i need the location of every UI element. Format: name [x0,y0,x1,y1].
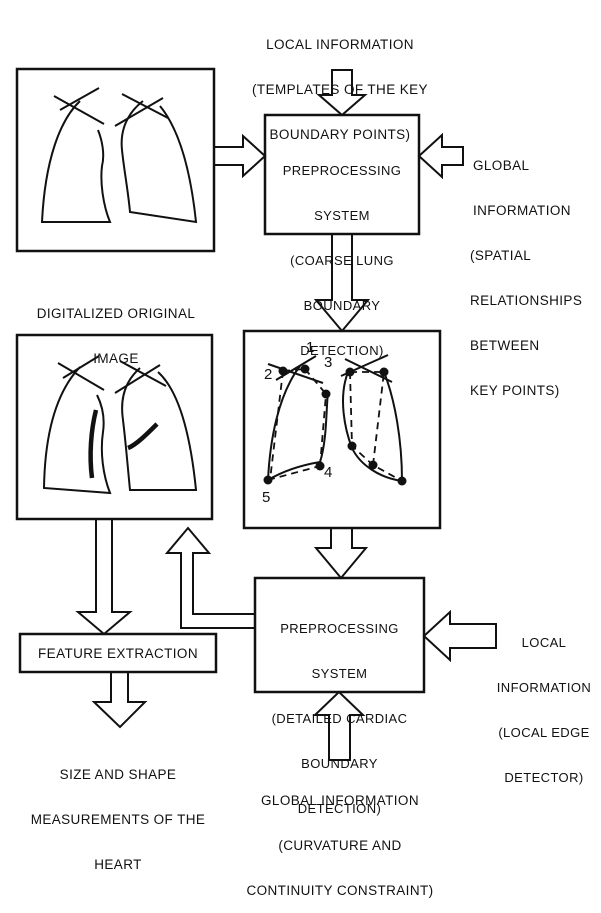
box1-line-1: PREPROCESSING [265,163,419,178]
coarse-detection-label: PREPROCESSING SYSTEM (COARSE LUNG BOUNDA… [265,133,419,373]
global-input-right-label: GLOBAL INFORMATION (SPATIAL RELATIONSHIP… [470,128,595,413]
top-input-line-2: (TEMPLATES OF THE KEY [215,82,465,97]
box2-line-2: SYSTEM [255,666,424,681]
lung-sketch-original [42,88,196,222]
key-point-label-4: 4 [324,465,333,480]
global-right-line-1: GLOBAL [470,158,595,173]
original-image-label: DIGITALIZED ORIGINAL IMAGE [5,276,227,381]
local-input-right-label: LOCAL INFORMATION (LOCAL EDGE DETECTOR) [488,605,600,800]
key-point-label-2: 2 [264,367,273,382]
feature-extraction-label: FEATURE EXTRACTION [20,646,216,661]
output-line-1: SIZE AND SHAPE [2,767,234,782]
output-line-2: MEASUREMENTS OF THE [2,812,234,827]
box1-line-5: DETECTION) [265,343,419,358]
key-point-label-5: 5 [262,490,271,505]
output-line-3: HEART [2,857,234,872]
box1-line-3: (COARSE LUNG [265,253,419,268]
key-point-label-3: 3 [324,355,333,370]
global-right-line-2: INFORMATION [470,203,595,218]
local-right-line-2: INFORMATION [488,680,600,695]
global-input-bottom-label: GLOBAL INFORMATION (CURVATURE AND CONTIN… [225,763,455,913]
original-image-line-2: IMAGE [5,351,227,366]
arrow-detected-to-feature [78,519,130,634]
top-input-line-1: LOCAL INFORMATION [215,37,465,52]
global-bottom-line-2: (CURVATURE AND [225,838,455,853]
local-right-line-3: (LOCAL EDGE [488,725,600,740]
output-label: SIZE AND SHAPE MEASUREMENTS OF THE HEART [2,737,234,887]
key-point-markers [264,365,407,486]
global-bottom-line-3: CONTINUITY CONSTRAINT) [225,883,455,898]
global-right-line-5: BETWEEN [470,338,595,353]
box2-line-1: PREPROCESSING [255,621,424,636]
box1-line-4: BOUNDARY [265,298,419,313]
box2-line-3: (DETAILED CARDIAC [255,711,424,726]
arrow-feature-to-output [94,672,145,727]
global-right-line-3: (SPATIAL [470,248,595,263]
arrow-cardiac-to-detected [167,528,255,628]
global-right-line-6: KEY POINTS) [470,383,595,398]
local-right-line-4: DETECTOR) [488,770,600,785]
global-bottom-line-1: GLOBAL INFORMATION [225,793,455,808]
box1-line-2: SYSTEM [265,208,419,223]
arrow-local-to-cardiac [424,612,496,660]
local-right-line-1: LOCAL [488,635,600,650]
arrow-keypoints-to-cardiac [316,528,366,578]
original-image-line-1: DIGITALIZED ORIGINAL [5,306,227,321]
key-point-label-1: 1 [306,340,315,355]
global-right-line-4: RELATIONSHIPS [470,293,595,308]
